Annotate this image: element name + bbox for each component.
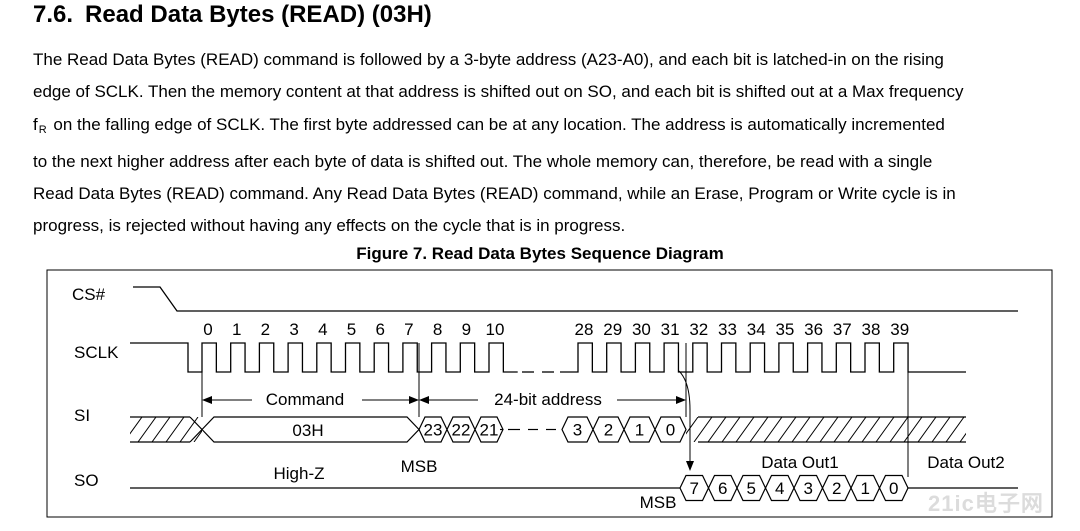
paragraph-line: The Read Data Bytes (READ) command is fo… bbox=[33, 50, 944, 69]
si-address-bit-label: 23 bbox=[424, 421, 443, 440]
so-data-bit-label: 0 bbox=[889, 479, 898, 498]
so-data-bit-label: 4 bbox=[775, 479, 784, 498]
so-data-bit-label: 1 bbox=[861, 479, 870, 498]
falling-edge-arrow bbox=[678, 370, 694, 471]
si-address-bit bbox=[654, 416, 687, 443]
paragraph-line: to the next higher address after each by… bbox=[33, 151, 933, 171]
clock-number: 29 bbox=[603, 320, 622, 339]
clock-number: 2 bbox=[261, 320, 270, 339]
figure-caption: Figure 7. Read Data Bytes Sequence Diagr… bbox=[356, 244, 724, 263]
command-label: Command bbox=[266, 390, 344, 409]
si-address-bit-label: 21 bbox=[480, 421, 499, 440]
so-data-bit-label: 3 bbox=[804, 479, 813, 498]
section-heading: 7.6. Read Data Bytes (READ) (03H) bbox=[33, 0, 432, 30]
clock-number: 4 bbox=[318, 320, 327, 339]
clock-number: 9 bbox=[462, 320, 471, 339]
clock-number: 32 bbox=[689, 320, 708, 339]
signal-label-sclk: SCLK bbox=[74, 343, 119, 362]
clock-number: 31 bbox=[661, 320, 680, 339]
so-data-bit-label: 2 bbox=[832, 479, 841, 498]
so-data-bit-label: 5 bbox=[747, 479, 756, 498]
signal-label-so: SO bbox=[74, 471, 99, 490]
clock-number: 7 bbox=[404, 320, 413, 339]
watermark: 21ic电子网 bbox=[928, 491, 1044, 516]
clock-number: 6 bbox=[375, 320, 384, 339]
clock-number: 35 bbox=[775, 320, 794, 339]
clock-number: 33 bbox=[718, 320, 737, 339]
paragraph-line-rest: on the falling edge of SCLK. The first b… bbox=[53, 114, 945, 134]
section-number: 7.6. bbox=[33, 1, 74, 28]
address-label: 24-bit address bbox=[494, 390, 602, 409]
clock-number: 5 bbox=[347, 320, 356, 339]
clock-number: 34 bbox=[747, 320, 766, 339]
paragraph-line: progress, is rejected without having any… bbox=[33, 216, 626, 236]
si-msb-label: MSB bbox=[401, 457, 438, 476]
sclk-waveform bbox=[130, 342, 966, 373]
signal-label-cs: CS# bbox=[72, 285, 106, 304]
clock-number: 36 bbox=[804, 320, 823, 339]
clock-number: 39 bbox=[890, 320, 909, 339]
clock-number: 10 bbox=[486, 320, 505, 339]
section-title: Read Data Bytes (READ) (03H) bbox=[85, 1, 432, 28]
paragraph-line: edge of SCLK. Then the memory content at… bbox=[33, 82, 964, 102]
so-data-bit-label: 7 bbox=[690, 479, 699, 498]
frequency-subscript: R bbox=[38, 123, 47, 136]
frequency-symbol: f bbox=[33, 114, 38, 134]
paragraph-line: fR on the falling edge of SCLK. The firs… bbox=[33, 109, 1043, 146]
clock-number: 28 bbox=[575, 320, 594, 339]
clock-number: 3 bbox=[289, 320, 298, 339]
clock-number: 0 bbox=[203, 320, 212, 339]
description-paragraph: The Read Data Bytes (READ) command is fo… bbox=[33, 44, 1043, 243]
opcode-label: 03H bbox=[292, 421, 323, 440]
si-address-bit-label: 0 bbox=[666, 421, 675, 440]
sclk-segment-start bbox=[130, 342, 518, 373]
data-out1-label: Data Out1 bbox=[761, 453, 839, 472]
so-msb-label: MSB bbox=[640, 493, 677, 512]
clock-number: 1 bbox=[232, 320, 241, 339]
si-address-bit-label: 3 bbox=[573, 421, 582, 440]
so-data-bit-label: 6 bbox=[718, 479, 727, 498]
si-address-bit-label: 22 bbox=[452, 421, 471, 440]
signal-label-si: SI bbox=[74, 406, 90, 425]
paragraph-line: Read Data Bytes (READ) command. Any Read… bbox=[33, 184, 956, 204]
clock-number: 37 bbox=[833, 320, 852, 339]
diagram-frame bbox=[46, 269, 1053, 518]
clock-number: 30 bbox=[632, 320, 651, 339]
si-address-bit-label: 1 bbox=[635, 421, 644, 440]
clock-number: 38 bbox=[862, 320, 881, 339]
clock-number: 8 bbox=[433, 320, 442, 339]
si-address-bit-label: 2 bbox=[604, 421, 613, 440]
cs-waveform bbox=[133, 286, 1018, 312]
high-z-label: High-Z bbox=[273, 464, 324, 483]
data-out2-label: Data Out2 bbox=[927, 453, 1005, 472]
sclk-segment-end bbox=[560, 342, 966, 373]
